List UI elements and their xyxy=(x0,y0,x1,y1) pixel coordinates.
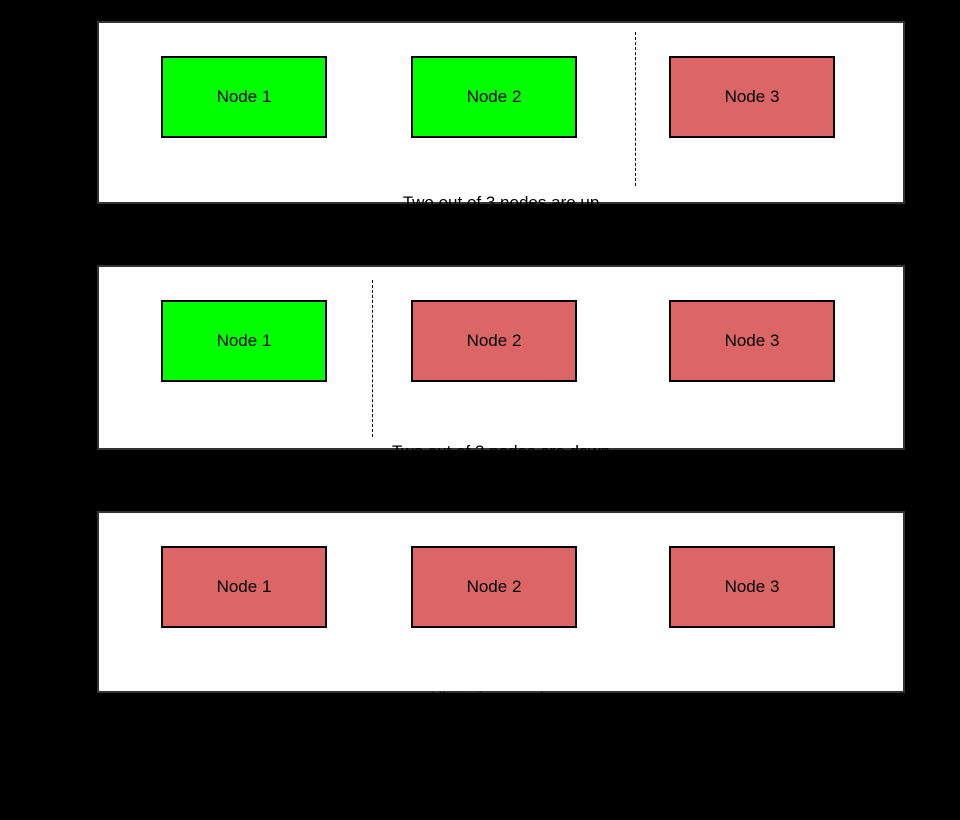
node-label: Node 2 xyxy=(466,577,522,596)
node-label: Node 2 xyxy=(466,87,522,106)
node-label: Node 3 xyxy=(724,87,780,106)
panel-two-nodes-down: Node 1 Node 2 Node 3 Two out of 3 nodes … xyxy=(97,265,905,527)
node-box: Node 3 xyxy=(669,300,835,382)
quorum-partition-dashed-line xyxy=(635,32,636,186)
node-box: Node 2 xyxy=(411,300,577,382)
panel-caption: All Nodes are down Majority Fails & Clus… xyxy=(99,644,903,820)
node-label: Node 2 xyxy=(466,331,522,350)
panel-two-nodes-up: Node 1 Node 2 Node 3 Two out of 3 nodes … xyxy=(97,21,905,278)
node-label: Node 3 xyxy=(724,331,780,350)
caption-line-1: All Nodes are down xyxy=(427,689,575,708)
node-label: Node 1 xyxy=(216,331,272,350)
node-label: Node 3 xyxy=(724,577,780,596)
node-label: Node 1 xyxy=(216,577,272,596)
node-label: Node 1 xyxy=(216,87,272,106)
caption-line-2: Majority Fails & Cluster Stops xyxy=(389,755,613,774)
quorum-partition-dashed-line xyxy=(372,280,373,437)
diagram-canvas: Node 1 Node 2 Node 3 Two out of 3 nodes … xyxy=(97,21,905,774)
panel-all-nodes-down: Node 1 Node 2 Node 3 All Nodes are down … xyxy=(97,511,905,774)
node-box: Node 2 xyxy=(411,546,577,628)
node-box: Node 3 xyxy=(669,546,835,628)
node-box: Node 2 xyxy=(411,56,577,138)
node-box: Node 1 xyxy=(161,56,327,138)
caption-line-1: Two out of 3 nodes are up xyxy=(402,193,600,212)
node-box: Node 1 xyxy=(161,300,327,382)
node-box: Node 1 xyxy=(161,546,327,628)
caption-line-1: Two out of 3 nodes are down xyxy=(391,442,611,461)
node-box: Node 3 xyxy=(669,56,835,138)
